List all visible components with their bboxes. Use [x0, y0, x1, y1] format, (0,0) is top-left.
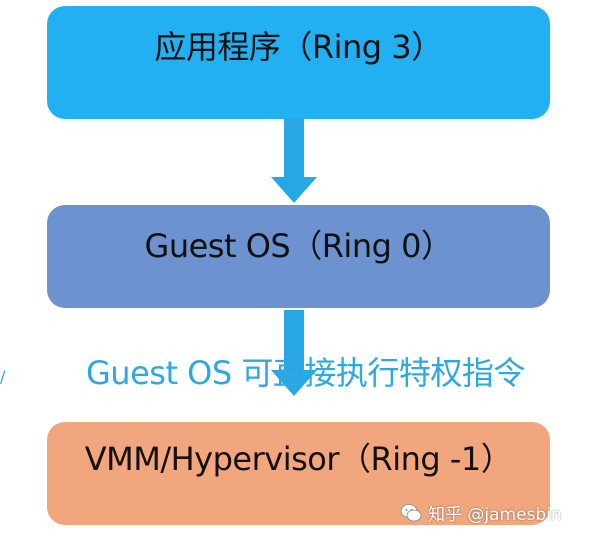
- layer-application-box: 应用程序（Ring 3）: [47, 6, 550, 119]
- arrow-down-icon: [271, 119, 317, 203]
- layer-vmm-hypervisor-box: VMM/Hypervisor（Ring -1）: [47, 422, 550, 525]
- privilege-annotation: Guest OS 可直接执行特权指令: [86, 354, 525, 392]
- arrow-down-icon: [271, 310, 317, 396]
- watermark: 知乎 @jamesbin: [400, 500, 562, 525]
- wechat-logo-icon: [400, 503, 422, 521]
- layer-guest-os-box: Guest OS（Ring 0）: [47, 205, 550, 308]
- watermark-text: 知乎 @jamesbin: [428, 505, 562, 525]
- layer-guest-os-label: Guest OS（Ring 0）: [144, 227, 453, 265]
- decorative-mark: /: [0, 367, 6, 386]
- layer-application-label: 应用程序（Ring 3）: [154, 28, 443, 66]
- layer-vmm-hypervisor-label: VMM/Hypervisor（Ring -1）: [84, 440, 513, 478]
